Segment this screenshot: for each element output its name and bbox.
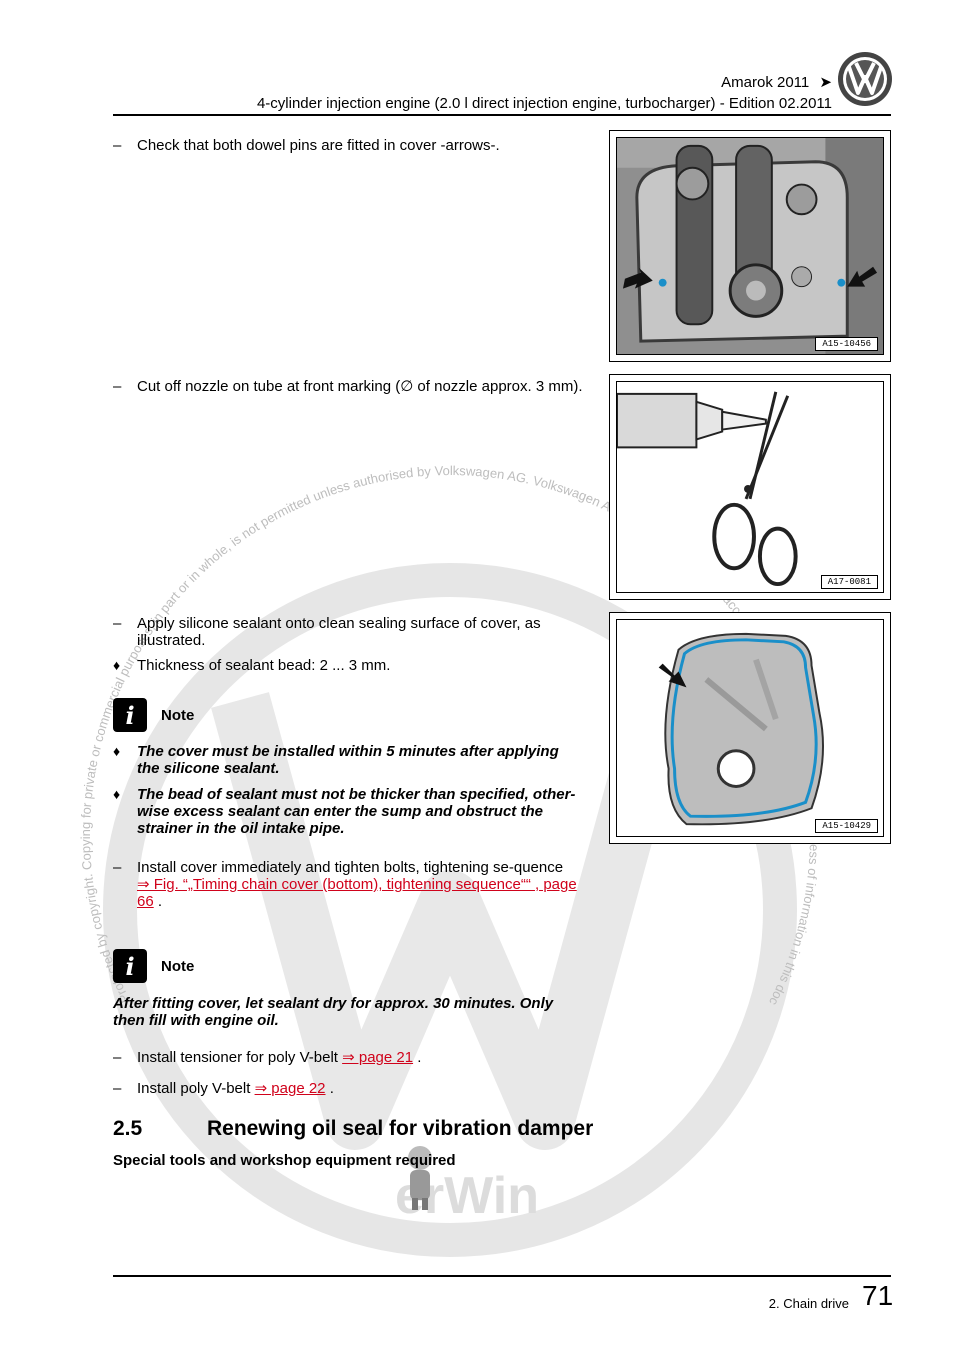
- bullet-icon: ♦: [113, 786, 121, 802]
- note-2-text: After fitting cover, let sealant dry for…: [113, 995, 583, 1035]
- bullet-icon: ♦: [113, 743, 121, 759]
- info-icon: i: [113, 698, 147, 732]
- note-text: After fitting cover, let sealant dry for…: [113, 995, 554, 1029]
- cover-sealant-illustration: [617, 620, 883, 836]
- step-text: Check that both dowel pins are fitted in…: [137, 137, 500, 154]
- header-rule: [113, 114, 891, 116]
- link-page-22[interactable]: ⇒ page 22: [254, 1080, 326, 1097]
- step-dash: –: [113, 137, 122, 154]
- link-page-21[interactable]: ⇒ page 21: [342, 1049, 414, 1066]
- section-subtitle: Special tools and workshop equipment req…: [113, 1152, 456, 1169]
- bullet-sealant-thickness: ♦ Thickness of sealant bead: 2 ... 3 mm.: [113, 657, 583, 677]
- figure-sealant-cover: A15-10429: [609, 612, 891, 844]
- step-text-main: Install cover immediately and tighten bo…: [137, 859, 564, 876]
- note-label: Note: [161, 706, 195, 724]
- engine-timing-illustration: [617, 138, 883, 354]
- vw-logo-icon: [838, 52, 892, 106]
- watermark-brand: erWin: [395, 1167, 539, 1225]
- step-dash: –: [113, 1080, 122, 1097]
- header-model-text: Amarok 2011: [721, 74, 810, 91]
- step-dash: –: [113, 378, 122, 395]
- step-text-after: .: [325, 1080, 334, 1097]
- note-1-item-1: ♦ The cover must be installed within 5 m…: [113, 743, 583, 783]
- step-install-cover: – Install cover immediately and tighten …: [113, 859, 583, 939]
- note-2: i Note: [113, 948, 194, 984]
- step-install-tensioner: – Install tensioner for poly V-belt ⇒ pa…: [113, 1049, 583, 1069]
- section-title: Renewing oil seal for vibration damper: [207, 1117, 594, 1140]
- figure-cut-nozzle: A17-0081: [609, 374, 891, 600]
- step-apply-sealant: – Apply silicone sealant onto clean seal…: [113, 615, 583, 655]
- step-text: Install cover immediately and tighten bo…: [137, 859, 583, 910]
- section-number: 2.5: [113, 1117, 143, 1140]
- step-text-after: .: [413, 1049, 422, 1066]
- scissors-tube-illustration: [617, 382, 883, 592]
- info-icon: i: [113, 949, 147, 983]
- next-page-arrow-icon[interactable]: ➤: [819, 74, 832, 91]
- step-text: Apply silicone sealant onto clean sealin…: [137, 615, 541, 649]
- step-dash: –: [113, 1049, 122, 1066]
- step-text-main: Install poly V-belt: [137, 1080, 255, 1097]
- step-dash: –: [113, 859, 122, 876]
- header-model: Amarok 2011 ➤: [721, 73, 832, 91]
- step-install-poly-v-belt: – Install poly V-belt ⇒ page 22 .: [113, 1080, 583, 1100]
- step-text: Install tensioner for poly V-belt ⇒ page…: [137, 1049, 583, 1066]
- bullet-text: Thickness of sealant bead: 2 ... 3 mm.: [137, 657, 391, 674]
- note-1-item-2: ♦ The bead of sealant must not be thicke…: [113, 786, 583, 840]
- step-text-after: .: [153, 893, 163, 910]
- step-cut-nozzle: – Cut off nozzle on tube at front markin…: [113, 378, 583, 418]
- figure-label: A17-0081: [820, 575, 878, 589]
- note-1: i Note: [113, 697, 194, 733]
- step-dash: –: [113, 615, 122, 632]
- header-subtitle: 4-cylinder injection engine (2.0 l direc…: [256, 95, 832, 112]
- note-text: The cover must be installed within 5 min…: [137, 743, 559, 777]
- note-text: The bead of sealant must not be thicker …: [137, 786, 576, 837]
- figure-label: A15-10429: [815, 819, 878, 833]
- link-fig-tightening-sequence[interactable]: ⇒ Fig. “„Timing chain cover (bottom), ti…: [137, 876, 577, 910]
- footer-chapter: 2. Chain drive: [768, 1296, 849, 1311]
- note-label: Note: [161, 957, 195, 975]
- bullet-icon: ♦: [113, 657, 121, 673]
- footer-rule: [113, 1275, 891, 1277]
- figure-label: A15-10456: [815, 337, 878, 351]
- step-check-dowel-pins: – Check that both dowel pins are fitted …: [113, 137, 583, 157]
- step-text: Cut off nozzle on tube at front marking …: [137, 378, 583, 395]
- step-text-main: Install tensioner for poly V-belt: [137, 1049, 343, 1066]
- figure-dowel-pins: A15-10456: [609, 130, 891, 362]
- page-number: 71: [862, 1280, 894, 1311]
- step-text: Install poly V-belt ⇒ page 22 .: [137, 1080, 583, 1097]
